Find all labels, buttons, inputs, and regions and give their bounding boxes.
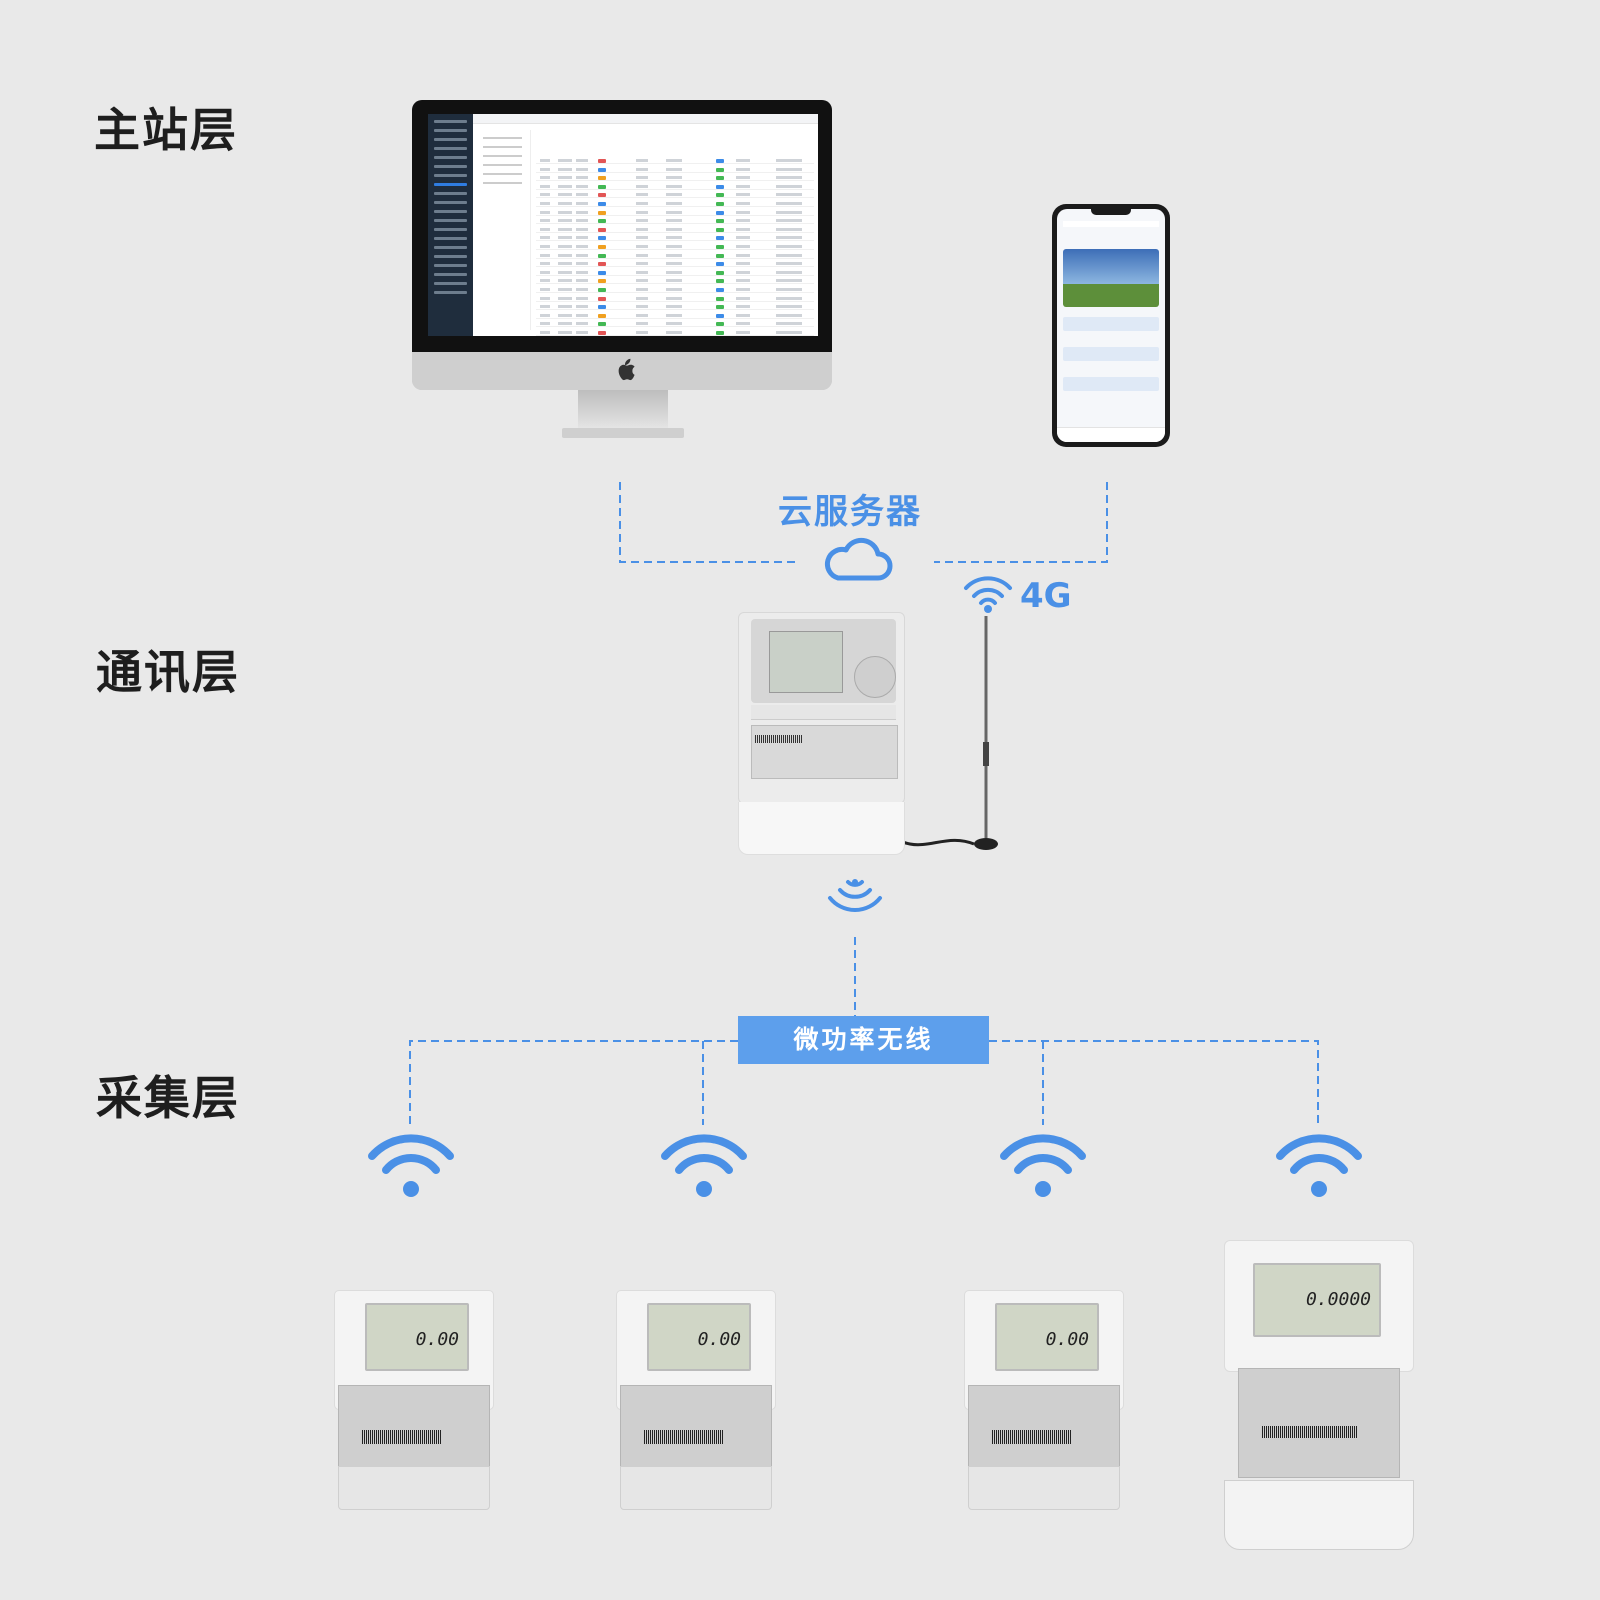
screen-table-row (536, 322, 814, 328)
concentrator-base (738, 802, 905, 855)
phone-card (1063, 317, 1159, 331)
monitor-icon (412, 100, 832, 390)
three-phase-meter: 0.0000 (1224, 1240, 1414, 1550)
screen-table-row (536, 253, 814, 259)
screen-table-row (536, 287, 814, 293)
phone-tabbar (1057, 427, 1165, 442)
screen-table-row (536, 201, 814, 207)
screen-topbar (473, 114, 818, 124)
apple-logo-icon (618, 358, 635, 381)
layer-label-comm: 通讯层 (96, 645, 240, 699)
screen-table-row (536, 244, 814, 250)
meter-nameplate (338, 1385, 490, 1467)
phone-icon (1052, 204, 1170, 447)
single-phase-meter: 0.00 (964, 1290, 1124, 1510)
wifi-icon (368, 1134, 454, 1197)
phone-screen (1057, 209, 1165, 442)
screen-table-row (536, 236, 814, 242)
screen-table-row (536, 184, 814, 190)
screen-table-row (536, 313, 814, 319)
micropower-wireless-box: 微功率无线 (738, 1016, 989, 1064)
single-phase-meter: 0.00 (616, 1290, 776, 1510)
concentrator-brand-strip (751, 705, 896, 720)
meter-reading: 0.00 (415, 1329, 459, 1350)
layer-label-master: 主站层 (94, 103, 238, 157)
single-phase-meter: 0.00 (334, 1290, 494, 1510)
screen-table-row (536, 330, 814, 336)
meter-terminal-cover (338, 1466, 490, 1510)
meter-reading: 0.0000 (1305, 1289, 1371, 1310)
meter-lcd: 0.0000 (1253, 1263, 1381, 1337)
screen-table (536, 159, 814, 336)
meter-nameplate (1238, 1368, 1400, 1478)
screen-table-row (536, 227, 814, 233)
wireless-icon (828, 879, 882, 912)
cloud-label: 云服务器 (778, 492, 922, 532)
screen-table-row (536, 296, 814, 302)
concentrator-nameplate (751, 725, 898, 779)
concentrator-lcd (769, 631, 843, 693)
screen-sidebar (428, 114, 473, 336)
meter-barcode (992, 1430, 1072, 1444)
screen-tree (475, 130, 531, 330)
phone-hero-image (1063, 249, 1159, 307)
micropower-label: 微功率无线 (793, 1025, 934, 1054)
meter-barcode (362, 1430, 442, 1444)
meter-reading: 0.00 (697, 1329, 741, 1350)
line-phone-cloud (934, 482, 1108, 563)
screen-table-row (536, 167, 814, 173)
line-box-meters-left (409, 1040, 738, 1125)
screen-table-row (536, 305, 814, 311)
meter-terminal-cover (620, 1466, 772, 1510)
meter-nameplate (620, 1385, 772, 1467)
meter-reading: 0.00 (1045, 1329, 1089, 1350)
screen-table-row (536, 210, 814, 216)
meter-lcd: 0.00 (647, 1303, 751, 1371)
network-4g-label: 4G (1020, 576, 1072, 616)
meter-terminal-cover (1224, 1480, 1414, 1550)
phone-card (1063, 347, 1159, 361)
monitor-screen (428, 114, 818, 336)
monitor-stand (578, 390, 668, 428)
line-box-meters-right (989, 1040, 1319, 1125)
concentrator-device (738, 612, 905, 855)
screen-table-row (536, 279, 814, 285)
screen-table-row (536, 159, 814, 164)
meter-lcd: 0.00 (995, 1303, 1099, 1371)
wifi-icon (1000, 1134, 1086, 1197)
meter-lcd: 0.00 (365, 1303, 469, 1371)
concentrator-keypad (854, 656, 896, 698)
line-monitor-cloud (619, 482, 796, 563)
wifi-icon (1276, 1134, 1362, 1197)
monitor-base (562, 428, 684, 438)
cloud-icon (824, 537, 893, 581)
screen-table-row (536, 262, 814, 268)
signal-4g-icon (964, 576, 1012, 613)
layer-label-collect: 采集层 (96, 1071, 240, 1125)
screen-table-row (536, 270, 814, 276)
phone-card (1063, 377, 1159, 391)
meter-barcode (644, 1430, 724, 1444)
meter-barcode (1262, 1426, 1357, 1438)
screen-table-row (536, 176, 814, 182)
meter-terminal-cover (968, 1466, 1120, 1510)
screen-table-row (536, 219, 814, 225)
wifi-icon (661, 1134, 747, 1197)
monitor-bezel (412, 100, 832, 352)
meter-nameplate (968, 1385, 1120, 1467)
screen-table-row (536, 193, 814, 199)
antenna-icon (890, 616, 998, 850)
concentrator-barcode (755, 735, 803, 743)
